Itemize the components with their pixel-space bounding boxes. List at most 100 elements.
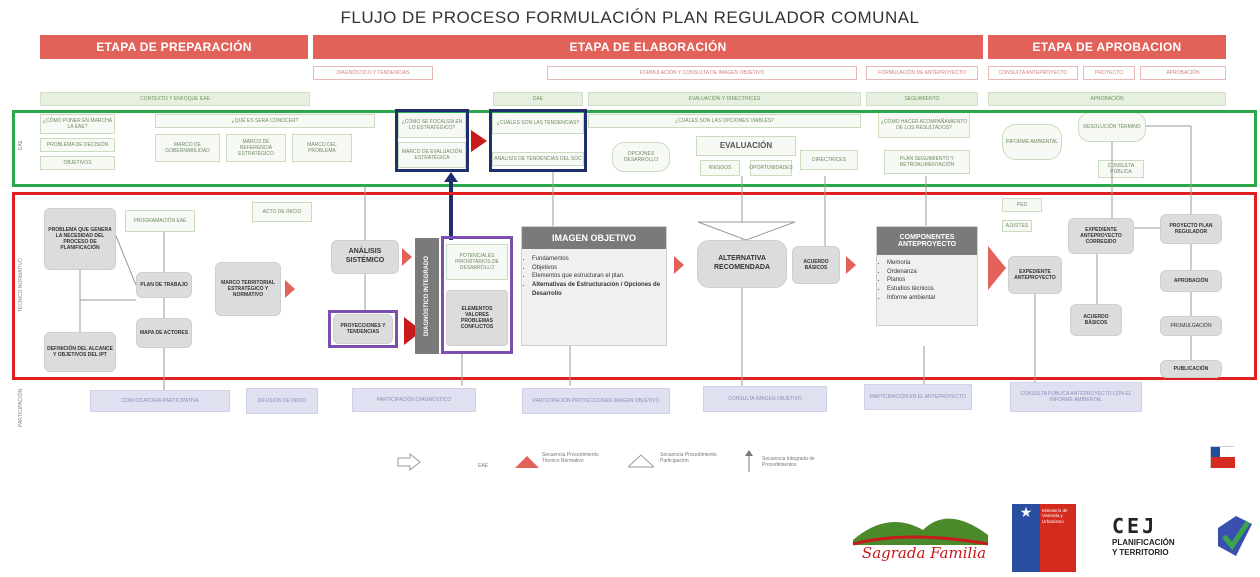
- eae-que-es: ¿QUÉ ES SERÁ CONOCER?: [155, 114, 375, 128]
- box-programacion: PROGRAMACIÓN EAE: [125, 210, 195, 232]
- componentes-header: COMPONENTES ANTEPROYECTO: [877, 227, 977, 255]
- eae-acto-inicio: ACTO DE INICIO: [252, 202, 312, 222]
- legend-integrada-icon: [745, 450, 753, 472]
- box-acuerdo-basicos: ACUERDO BÁSICOS: [792, 246, 840, 284]
- highlight-focalizar: [395, 109, 469, 172]
- arrow-imagen: [674, 256, 684, 274]
- eae-riesgos: RIESGOS: [700, 160, 740, 176]
- substage-proyecto: PROYECTO: [1083, 66, 1135, 80]
- componentes-item: Ordenanza: [887, 268, 977, 277]
- eae-marco-problema: MARCO DEL PROBLEMA: [292, 134, 352, 162]
- box-componentes: COMPONENTES ANTEPROYECTO Memoria Ordenan…: [876, 226, 978, 326]
- legend-integrada: Secuencia Integrada de Procedimientos: [762, 456, 815, 469]
- stage-preparacion: ETAPA DE PREPARACIÓN: [40, 35, 308, 59]
- legend-tecnico-icon: [515, 456, 539, 468]
- ministerio-text: Ministerio de Vivienda y Urbanismo: [1042, 508, 1068, 524]
- substage-aprobacion: APROBACIÓN: [1140, 66, 1226, 80]
- part-consulta-imagen: CONSULTA IMAGEN OBJETIVO: [703, 386, 827, 412]
- eae-evaluacion: EVALUACIÓN: [696, 136, 796, 156]
- box-definicion: DEFINICIÓN DEL ALCANCE Y OBJETIVOS DEL I…: [44, 332, 116, 372]
- eae-oportunidades: OPORTUNIDADES: [749, 160, 793, 176]
- band-dae: DAE: [493, 92, 583, 106]
- chile-flag-icon: [1210, 446, 1235, 468]
- componentes-item: Planos: [887, 276, 977, 285]
- arrow-acuerdo: [846, 256, 856, 274]
- highlight-elementos: [441, 236, 513, 354]
- stage-aprobacion: ETAPA DE APROBACION: [988, 35, 1226, 59]
- eae-opciones: OPCIONES DESARROLLO: [612, 142, 670, 172]
- box-ajustes: AJUSTES: [1002, 220, 1032, 232]
- mountain-icon: [852, 518, 989, 546]
- box-diagnostico-integrado-bar: DIAGNÓSTICO INTEGRADO: [415, 238, 439, 354]
- tecnico-frame: [12, 192, 1257, 380]
- legend-tecnico: Secuencia Procedimiento Técnico Normativ…: [542, 452, 599, 465]
- arrow-analisis: [402, 248, 412, 266]
- stage-elaboracion: ETAPA DE ELABORACIÓN: [313, 35, 983, 59]
- imagen-objetivo-list: Fundamentos Objetivos Elementos que estr…: [522, 255, 666, 298]
- substage-consulta: CONSULTA ANTEPROYECTO: [988, 66, 1078, 80]
- box-proyecciones: PROYECCIONES Y TENDENCIAS: [333, 314, 393, 344]
- blue-arrow-up: [444, 172, 458, 182]
- part-convocatoria: CONVOCATORIA PARTICIPATIVA: [90, 390, 230, 412]
- highlight-proyecciones: [328, 310, 398, 348]
- imagen-item: Fundamentos: [532, 255, 666, 264]
- eae-consulta-publica: CONSULTA PÚBLICA: [1098, 160, 1144, 178]
- substage-formulacion-anteproyecto: FORMULACIÓN DE ANTEPROYECTO: [866, 66, 978, 80]
- eae-marco-evaluacion: MARCO DE EVALUACIÓN ESTRATÉGICA: [398, 142, 466, 168]
- box-mapa-actores: MAPA DE ACTORES: [136, 318, 192, 348]
- eae-problema-decision: PROBLEMA DE DECISIÓN: [40, 138, 115, 152]
- legend-eae-icon: [397, 452, 421, 472]
- cej-title: CEJ: [1112, 514, 1158, 538]
- box-alternativa: ALTERNATIVA RECOMENDADA: [697, 240, 787, 288]
- componentes-item: Informe ambiental: [887, 294, 977, 303]
- star-icon: ★: [1012, 504, 1040, 534]
- imagen-objetivo-header: IMAGEN OBJETIVO: [522, 227, 666, 249]
- logo-ministerio: ★ Ministerio de Vivienda y Urbanismo: [1012, 504, 1076, 572]
- eae-informe-ambiental: INFORME AMBIENTAL: [1002, 124, 1062, 160]
- arrow-marco: [285, 280, 295, 298]
- box-acuerdo-basicos-2: ACUERDO BÁSICOS: [1070, 304, 1122, 336]
- eae-analisis-tendencias: ANÁLISIS DE TENDENCIAS DEL SOC: [492, 152, 584, 166]
- imagen-item: Alternativas de Estructuración / Opcione…: [532, 281, 666, 298]
- box-elementos: ELEMENTOS VALORES PROBLEMAS CONFLICTOS: [446, 290, 508, 346]
- eae-objetivos: OBJETIVOS: [40, 156, 115, 170]
- substage-formulacion: FORMULACIÓN Y CONSULTA DE IMAGEN OBJETIV…: [547, 66, 857, 80]
- box-aprobacion: APROBACIÓN: [1160, 270, 1222, 292]
- arrow-componentes: [988, 246, 1006, 290]
- eae-como-focalizar: ¿CÓMO SE FOCALIZA EN LO ESTRATÉGICO?: [398, 112, 466, 138]
- box-marco-territorial: MARCO TERRITORIAL ESTRATÉGICO Y NORMATIV…: [215, 262, 281, 316]
- box-potenciales: POTENCIALES PRIORITARIOS DE DESARROLLO: [446, 244, 508, 280]
- band-evaluacion: EVALUACIÓN Y DIRECTRICES: [588, 92, 861, 106]
- eae-cuales-opciones: ¿CUÁLES SON LAS OPCIONES VIABLES?: [588, 114, 861, 128]
- componentes-item: Memoria: [887, 259, 977, 268]
- box-problema: PROBLEMA QUE GENERA LA NECESIDAD DEL PRO…: [44, 208, 116, 270]
- legend-participacion: Secuencia Procedimiento Participación: [660, 452, 717, 465]
- eae-directrices: DIRECTRICES: [800, 150, 858, 170]
- band-contexto: CONTEXTO Y ENFOQUE EAE: [40, 92, 310, 106]
- cej-check-icon: [1218, 516, 1252, 556]
- part-anteproyecto: PARTICIPACIÓN EN EL ANTEPROYECTO: [864, 384, 972, 410]
- box-expediente-corregido: EXPEDIENTE ANTEPROYECTO CORREGIDO: [1068, 218, 1134, 254]
- band-seguimiento: SEGUIMIENTO: [866, 92, 978, 106]
- legend-eae: EAE: [478, 463, 489, 469]
- band-aprobacion: APROBACIÓN: [988, 92, 1226, 106]
- cej-sub1: PLANIFICACIÓN: [1112, 538, 1175, 547]
- box-imagen-objetivo: IMAGEN OBJETIVO Fundamentos Objetivos El…: [521, 226, 667, 346]
- highlight-tendencias: [489, 109, 587, 172]
- box-plan-trabajo: PLAN DE TRABAJO: [136, 272, 192, 298]
- part-proyecciones: PARTICIPACIÓN PROYECCIONES IMAGEN OBJETI…: [522, 388, 670, 414]
- red-arrow-eae: [471, 130, 487, 152]
- eae-plan-seguimiento: PLAN SEGUIMIENTO Y RETROALIMENTACIÓN: [884, 150, 970, 174]
- imagen-item: Objetivos: [532, 264, 666, 273]
- logo-sagrada-familia: Sagrada Familia: [848, 500, 998, 572]
- eae-como-poner: ¿CÓMO PONER EN MARCHA LA EAE?: [40, 114, 115, 134]
- part-diagnostico: PARTICIPACIÓN DIAGNÓSTICO: [352, 388, 476, 412]
- part-consulta-publica: CONSULTA PÚBLICA ANTEPROYECTO CON EL INF…: [1010, 382, 1142, 412]
- box-publicacion: PUBLICACIÓN: [1160, 360, 1222, 378]
- eae-como-hacer: ¿CÓMO HACER ACOMPAÑAMIENTO DE LOS RESULT…: [878, 112, 970, 138]
- blue-connector: [449, 178, 453, 240]
- box-expediente-anteproyecto: EXPEDIENTE ANTEPROYECTO: [1008, 256, 1062, 294]
- legend-participacion-icon: [628, 454, 654, 468]
- cej-sub2: Y TERRITORIO: [1112, 548, 1169, 557]
